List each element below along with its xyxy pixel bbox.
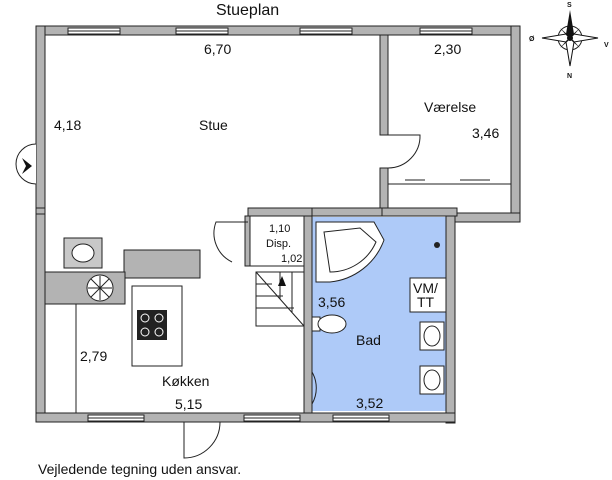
koekken-name: Køkken bbox=[162, 373, 209, 389]
wardrobe bbox=[388, 179, 511, 185]
stue-depth: 4,18 bbox=[54, 117, 81, 133]
disp-name: Disp. bbox=[266, 238, 291, 250]
range-hood-icon bbox=[86, 274, 114, 302]
compass-south: S bbox=[567, 2, 572, 9]
vmtt-line1: VM/ bbox=[413, 280, 438, 296]
stairs-arrow-icon bbox=[278, 276, 286, 286]
compass-north: N bbox=[567, 73, 572, 80]
vaerelse-depth: 3,46 bbox=[472, 125, 499, 141]
bad-depth: 3,56 bbox=[318, 294, 345, 310]
disp-closet bbox=[249, 215, 305, 267]
disclaimer: Vejledende tegning uden ansvar. bbox=[38, 461, 241, 477]
vaerelse-width: 2,30 bbox=[434, 41, 461, 57]
vaerelse-name: Værelse bbox=[424, 99, 476, 115]
disp-width: 1,10 bbox=[269, 223, 290, 235]
stue-width: 6,70 bbox=[204, 41, 231, 57]
compass-west: Ø bbox=[529, 36, 535, 43]
disp-depth: 1,02 bbox=[281, 253, 302, 265]
stairs bbox=[255, 271, 305, 327]
bathtub bbox=[315, 221, 385, 283]
cooktop-icon bbox=[137, 310, 167, 340]
sinks bbox=[419, 321, 445, 395]
vmtt-box bbox=[409, 277, 447, 313]
vmtt-line2: TT bbox=[417, 294, 435, 310]
bad-name: Bad bbox=[356, 332, 381, 348]
toilet bbox=[311, 314, 347, 334]
koekken-depth: 2,79 bbox=[80, 348, 107, 364]
fireplace bbox=[63, 237, 103, 269]
stue-name: Stue bbox=[199, 117, 228, 133]
shower-head-icon bbox=[434, 242, 440, 248]
entrance-arrow-icon bbox=[22, 158, 32, 174]
bad-width: 3,52 bbox=[356, 395, 383, 411]
compass-icon bbox=[541, 10, 599, 67]
compass-east: V bbox=[604, 42, 609, 49]
plan-title: Stueplan bbox=[216, 2, 279, 19]
koekken-width: 5,15 bbox=[175, 396, 202, 412]
